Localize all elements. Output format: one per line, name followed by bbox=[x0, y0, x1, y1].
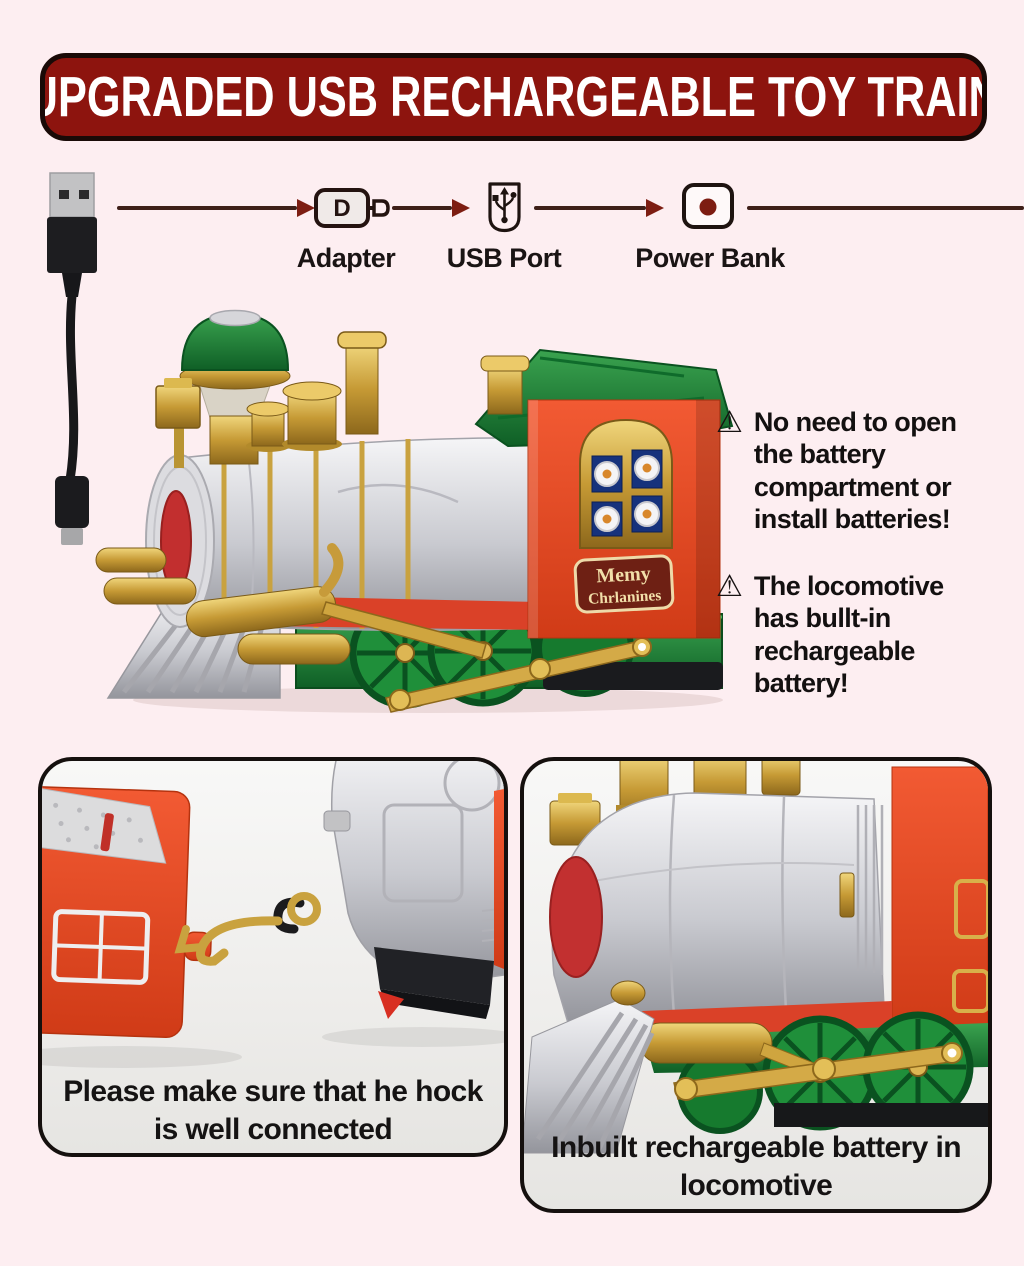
coupling-hook bbox=[174, 892, 321, 966]
locomotive-front bbox=[323, 761, 504, 1019]
warning-text: The locomotive has bullt-in rechargeable… bbox=[753, 571, 944, 699]
wagon-rear bbox=[42, 783, 212, 1039]
usb-port-icon bbox=[488, 182, 521, 233]
front-bumpers bbox=[95, 543, 351, 665]
title-banner: UPGRADED USB RECHARGEABLE TOY TRAIN bbox=[40, 53, 987, 141]
power-bank-icon bbox=[682, 183, 734, 229]
warning-icon: ⚠ bbox=[716, 405, 743, 440]
cowcatcher-closeup bbox=[524, 980, 655, 1154]
flow-label-adapter: Adapter bbox=[296, 243, 396, 273]
locomotive-closeup-photo bbox=[524, 761, 988, 1154]
arrow-right-icon bbox=[297, 199, 315, 217]
svg-text:Chrlanines: Chrlanines bbox=[588, 587, 662, 608]
arrow-right-icon bbox=[646, 199, 664, 217]
svg-text:D: D bbox=[333, 195, 350, 222]
warning-text: No need to open the battery compartment … bbox=[753, 407, 957, 535]
card-inbuilt-battery: Inbuilt rechargeable battery in locomoti… bbox=[520, 757, 992, 1213]
adapter-icon: D bbox=[314, 188, 390, 228]
train-photo: Memy Chrlanines bbox=[95, 309, 734, 713]
flow-line bbox=[747, 206, 1024, 210]
usb-cable-icon bbox=[47, 172, 97, 545]
flow-line bbox=[392, 206, 452, 210]
name-plaque: Memy Chrlanines bbox=[573, 554, 675, 614]
front-lamp bbox=[155, 378, 201, 468]
hook-connection-photo bbox=[42, 761, 504, 1068]
flow-label-power-bank: Power Bank bbox=[635, 243, 785, 273]
flow-label-usb-port: USB Port bbox=[446, 243, 562, 273]
arrow-right-icon bbox=[452, 199, 470, 217]
warning-no-batteries: ⚠ No need to open the battery compartmen… bbox=[716, 406, 986, 536]
warning-built-in-battery: ⚠ The locomotive has bullt-in rechargeab… bbox=[716, 570, 986, 700]
flow-line bbox=[117, 206, 297, 210]
card-caption: Inbuilt rechargeable battery in locomoti… bbox=[551, 1131, 961, 1202]
cab-window bbox=[579, 418, 673, 549]
card-caption: Please make sure that he hock is well co… bbox=[63, 1075, 483, 1146]
svg-text:Memy: Memy bbox=[596, 563, 651, 588]
card-hook-connection: Please make sure that he hock is well co… bbox=[38, 757, 508, 1157]
flow-line bbox=[534, 206, 646, 210]
cab: Memy Chrlanines bbox=[474, 348, 734, 639]
side-rods bbox=[321, 601, 652, 713]
page-title: UPGRADED USB RECHARGEABLE TOY TRAIN bbox=[40, 65, 987, 129]
boiler-domes bbox=[246, 331, 387, 452]
warning-icon: ⚠ bbox=[716, 569, 743, 604]
